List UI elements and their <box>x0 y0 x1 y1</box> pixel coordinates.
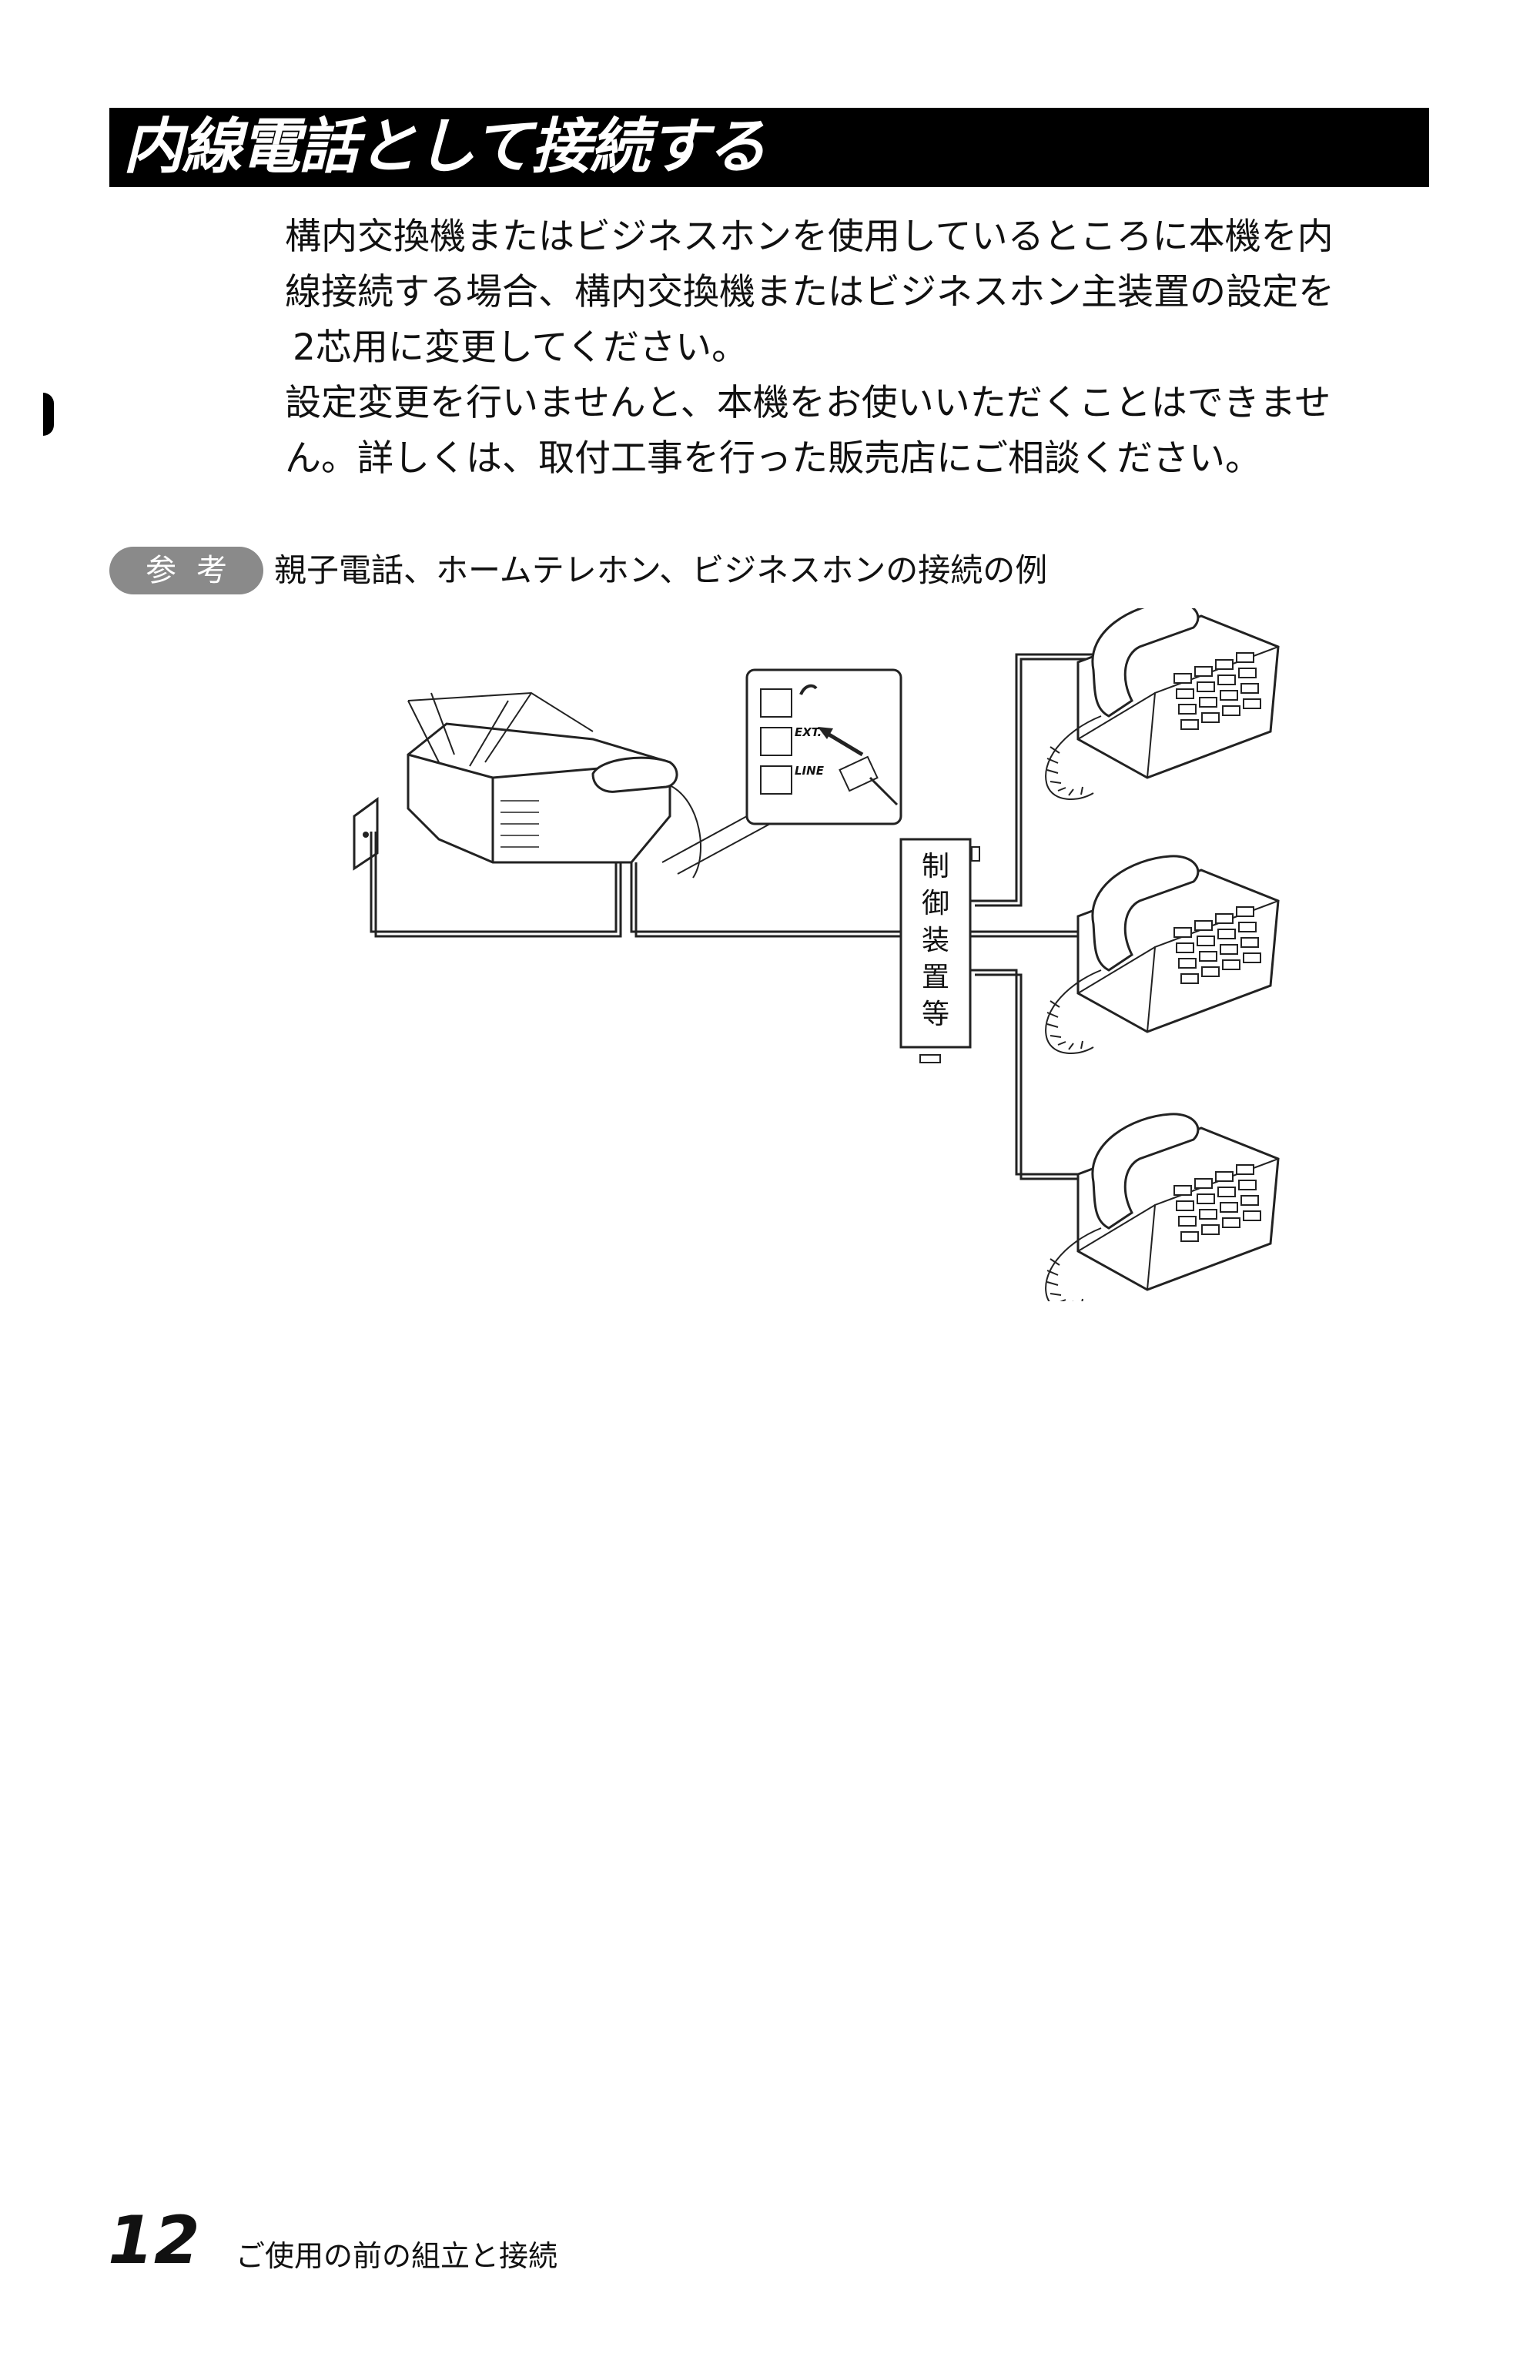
extension-phone <box>1044 608 1280 801</box>
body-line: 設定変更を行いませんと、本機をお使いいただくことはできませ <box>285 382 1331 424</box>
reference-caption: 親子電話、ホームテレホン、ビジネスホンの接続の例 <box>274 551 1048 589</box>
jack-label-line: LINE <box>795 764 825 778</box>
jack-label-ext: EXT. <box>795 725 822 739</box>
extension-phone <box>1044 1113 1280 1301</box>
body-line: 構内交換機またはビジネスホンを使用しているところに本機を内 <box>285 216 1334 258</box>
control-unit: 制 御 装 置 等 <box>899 838 980 1063</box>
footer-section: ご使用の前の組立と接続 <box>236 2239 558 2273</box>
control-unit-char: 等 <box>922 999 949 1030</box>
page-number: 12 <box>108 2202 200 2279</box>
control-unit-char: 制 <box>922 851 949 882</box>
body-line: 線接続する場合、構内交換機またはビジネスホン主装置の設定を <box>285 271 1334 313</box>
reference-badge: 参考 <box>109 547 263 594</box>
jack-panel-callout: EXT. LINE <box>745 668 902 825</box>
control-unit-char: 置 <box>922 962 949 993</box>
extension-phone <box>1044 855 1280 1055</box>
body-line: ん。詳しくは、取付工事を行った販売店にご相談ください。 <box>285 437 1262 480</box>
section-title-bar: 内線電話として接続する <box>109 108 1429 187</box>
control-unit-char: 装 <box>922 925 949 956</box>
connection-diagram: EXT. LINE 制 御 装 置 等 <box>353 608 1280 1301</box>
body-line: 2芯用に変更してください。 <box>293 326 748 369</box>
side-tab-marker <box>43 393 54 436</box>
control-unit-char: 御 <box>922 888 949 919</box>
wall-jack <box>353 797 379 871</box>
section-title: 内線電話として接続する <box>123 112 767 182</box>
fax-machine <box>407 691 678 864</box>
instruction-text: 構内交換機またはビジネスホンを使用しているところに本機を内 線接続する場合、構内… <box>285 209 1440 487</box>
